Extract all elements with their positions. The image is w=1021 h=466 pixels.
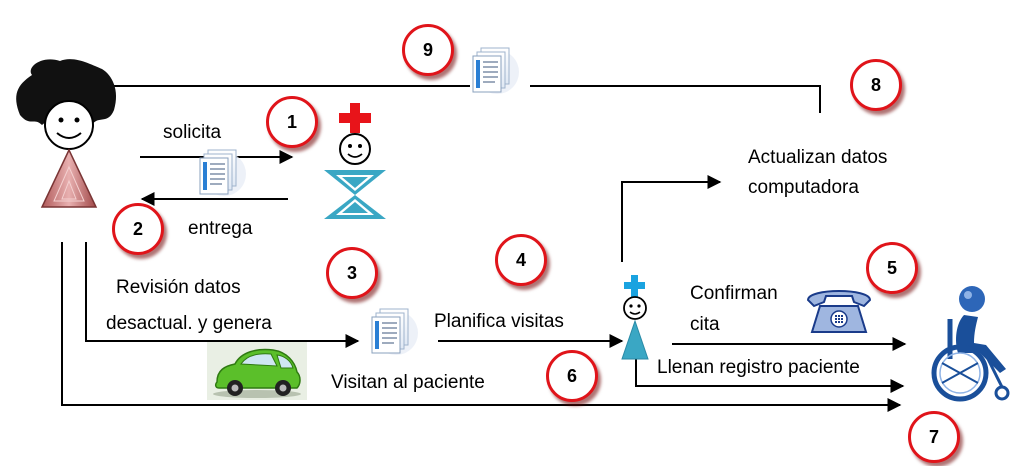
- arrow-revision: [85, 242, 360, 348]
- arrow-llenan: [635, 358, 905, 393]
- step-badge-5: 5: [866, 242, 918, 294]
- label-planifica: Planifica visitas: [434, 311, 564, 332]
- arrow-visitan: [61, 242, 902, 412]
- step-badge-9: 9: [402, 24, 454, 76]
- label-actualizan-line2: computadora: [748, 177, 859, 198]
- step-badge-8: 8: [850, 59, 902, 111]
- document-stack-icon: [472, 47, 520, 95]
- step-badge-3: 3: [326, 247, 378, 299]
- green-car-icon: [207, 342, 307, 400]
- nurse-with-red-cross-icon: [324, 103, 386, 219]
- label-confirman-line2: cita: [690, 314, 720, 335]
- label-confirman-line1: Confirman: [690, 283, 778, 304]
- label-solicita: solicita: [163, 122, 222, 143]
- connectors: [61, 79, 907, 412]
- document-stack-icon: [371, 308, 419, 356]
- health-worker-with-blue-cross-icon: [621, 275, 649, 360]
- label-revision-line2: desactual. y genera: [106, 313, 272, 334]
- wheelchair-patient-icon: [931, 286, 1010, 402]
- label-visitan: Visitan al paciente: [331, 372, 485, 393]
- arrow-return: [530, 85, 821, 113]
- step-badge-2: 2: [112, 203, 164, 255]
- woman-figure-icon: [16, 59, 117, 208]
- step-badge-1: 1: [266, 96, 318, 148]
- label-actualizan-line1: Actualizan datos: [748, 147, 888, 168]
- telephone-icon: [806, 290, 872, 333]
- label-entrega: entrega: [188, 218, 253, 239]
- label-llenan: Llenan registro paciente: [657, 357, 860, 378]
- step-badge-6: 6: [546, 350, 598, 402]
- step-badge-4: 4: [495, 234, 547, 286]
- step-badge-7: 7: [908, 411, 960, 463]
- arrow-actualizan: [621, 175, 722, 262]
- label-revision-line1: Revisión datos: [116, 277, 241, 298]
